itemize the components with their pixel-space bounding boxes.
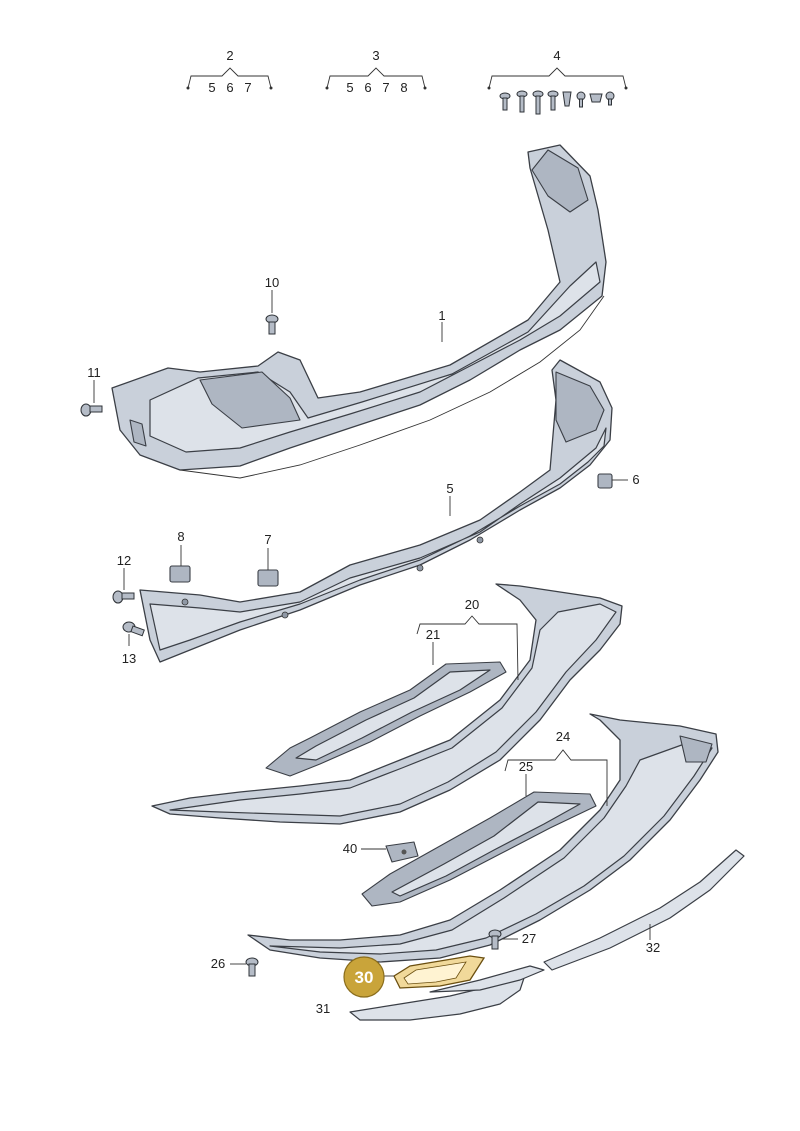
- trim-strip: [543, 849, 745, 971]
- callout-21: 21: [426, 627, 440, 642]
- callout-26: 26: [211, 956, 225, 971]
- callout-7: 7: [264, 532, 271, 547]
- diffuser-frame-lower: [361, 791, 597, 907]
- group-2-member: 7: [244, 80, 251, 95]
- screw-26-icon: [245, 957, 259, 977]
- group-2-member: 6: [226, 80, 233, 95]
- clip-6-icon: [597, 473, 613, 489]
- callout-10: 10: [265, 275, 279, 290]
- bumper-guide: [139, 359, 613, 663]
- group-2-member: 5: [208, 80, 215, 95]
- callout-25: 25: [519, 759, 533, 774]
- fastener-set-icon: [499, 90, 615, 115]
- group-3-member: 6: [364, 80, 371, 95]
- diffuser-lower: [247, 713, 719, 963]
- callout-8: 8: [177, 529, 184, 544]
- group-3-member: 8: [400, 80, 407, 95]
- group-4-number: 4: [553, 48, 560, 63]
- callout-13: 13: [122, 651, 136, 666]
- lower-trim: [349, 965, 545, 1021]
- callout-labels: 1 10 11 6 5 8 7 12 13 20 21 24 25 40 27 …: [87, 275, 660, 1016]
- callout-32: 32: [646, 940, 660, 955]
- bumper-cover: [111, 144, 607, 479]
- callout-30-badge[interactable]: 30: [343, 956, 385, 998]
- leader-lines: [93, 290, 651, 977]
- screw-27-icon: [488, 929, 502, 950]
- highlighted-part-30: [393, 955, 486, 989]
- diffuser-upper: [151, 583, 623, 825]
- callout-12: 12: [117, 553, 131, 568]
- callout-6: 6: [632, 472, 639, 487]
- group-3: 3 5 6 7 8: [325, 48, 427, 95]
- screw-10-icon: [265, 314, 279, 335]
- callout-1: 1: [438, 308, 445, 323]
- screw-11-icon: [80, 403, 103, 417]
- callout-27: 27: [522, 931, 536, 946]
- callout-40: 40: [343, 841, 357, 856]
- group-2-number: 2: [226, 48, 233, 63]
- bracket-40-icon: [385, 841, 419, 863]
- diffuser-frame-upper: [265, 661, 507, 777]
- clip-7-icon: [257, 569, 279, 587]
- group-4: 4: [487, 48, 628, 115]
- group-3-number: 3: [372, 48, 379, 63]
- screw-12-icon: [112, 590, 135, 604]
- screw-13-icon: [122, 621, 145, 637]
- clip-8-icon: [169, 565, 191, 583]
- group-2: 2 5 6 7: [186, 48, 273, 95]
- callout-20: 20: [465, 597, 479, 612]
- callout-31: 31: [316, 1001, 330, 1016]
- group-3-member: 5: [346, 80, 353, 95]
- group-3-member: 7: [382, 80, 389, 95]
- callout-30: 30: [355, 968, 374, 987]
- callout-11: 11: [87, 365, 101, 380]
- callout-5: 5: [446, 481, 453, 496]
- callout-24: 24: [556, 729, 570, 744]
